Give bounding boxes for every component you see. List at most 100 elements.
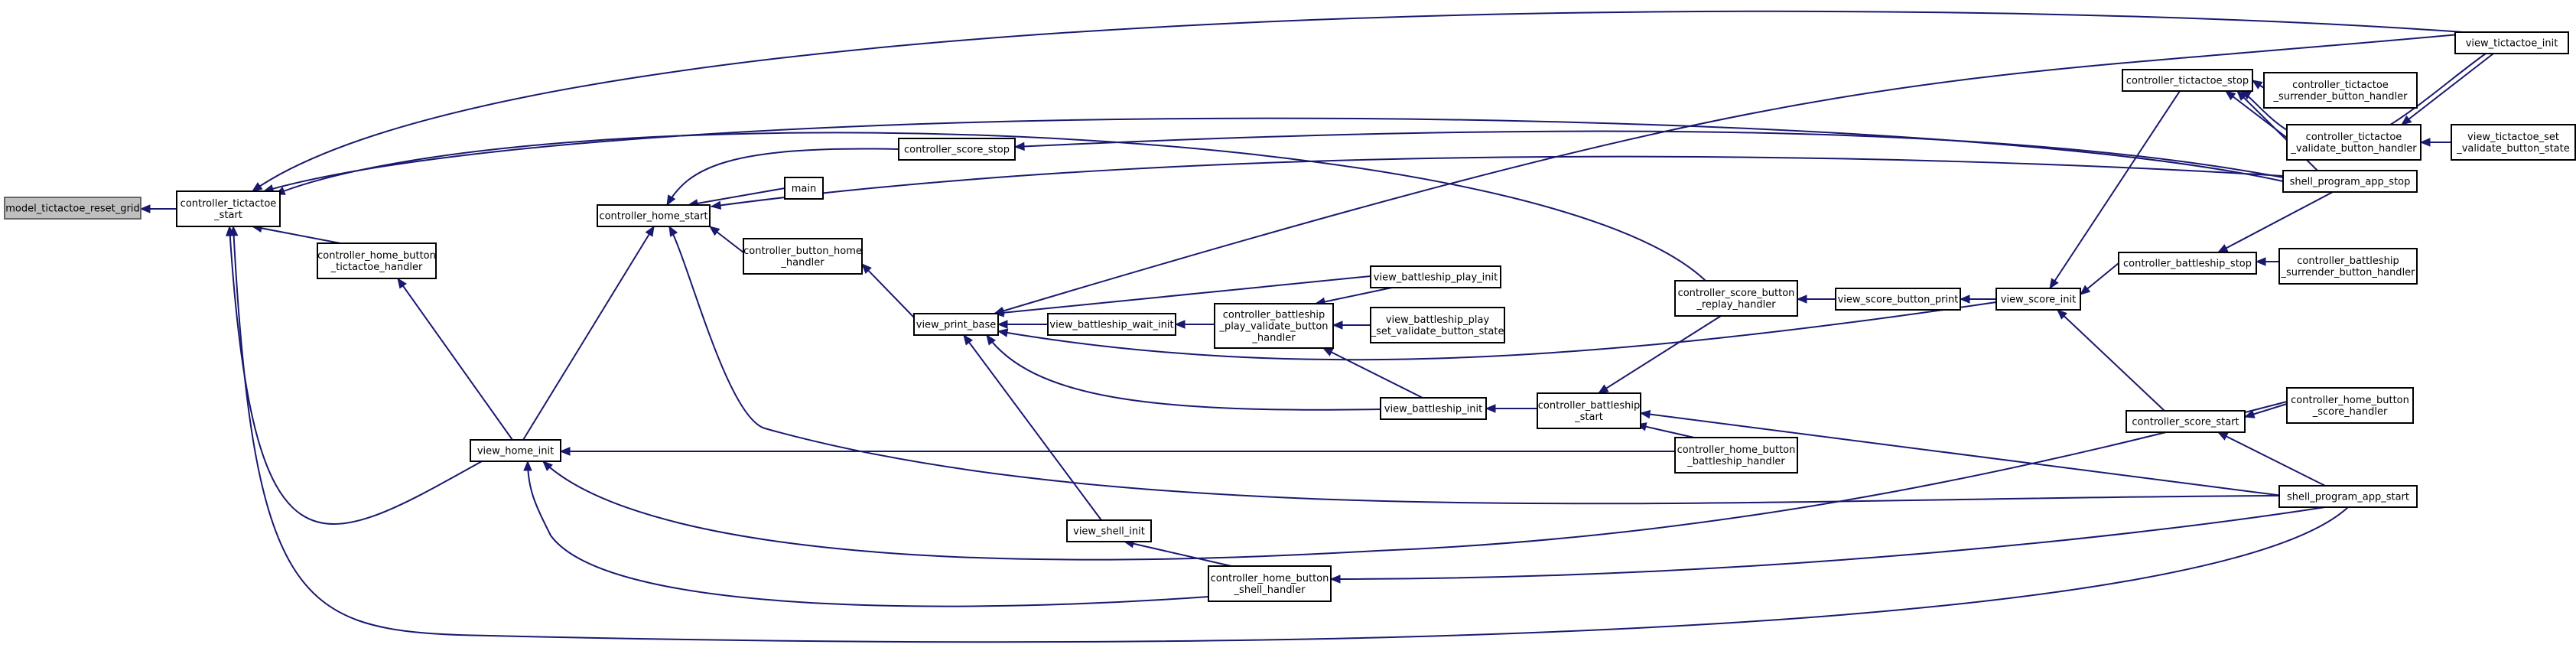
node-view-bs-wait-init[interactable]: view_battleship_wait_init (1047, 313, 1176, 336)
node-view-ttt-init[interactable]: view_tictactoe_init (2454, 31, 2569, 54)
edge-view_ttt_set_validate-to-ctrl_ttt_validate (2419, 138, 2451, 147)
node-view-bs-play-set[interactable]: view_battleship_play_set_validate_button… (1370, 307, 1505, 343)
edge-arrowhead (2217, 244, 2229, 253)
edge-arrowhead (668, 225, 678, 237)
edge-line (1322, 347, 1423, 399)
node-label: controller_button_home (743, 246, 862, 257)
node-label: controller_tictactoe (181, 198, 277, 210)
node-label: _score_handler (2312, 406, 2388, 418)
node-ctrl-ttt-validate[interactable]: controller_tictactoe_validate_button_han… (2286, 124, 2422, 161)
node-box (743, 238, 863, 275)
edge-arrowhead (1485, 404, 1496, 413)
edge-line (397, 278, 513, 441)
edge-arrowhead (1013, 142, 1025, 151)
node-label: controller_battleship (1223, 310, 1325, 321)
node-view-print-base[interactable]: view_print_base (913, 313, 999, 336)
node-view-shell-init[interactable]: view_shell_init (1066, 519, 1152, 542)
node-box (2278, 485, 2418, 508)
edge-ctrl_home_btn_bs-to-ctrl_bs_start (1635, 422, 1695, 438)
edge-view_ttt_init-to-view_print_base (993, 34, 2460, 315)
node-ctrl-home-btn-ttt[interactable]: controller_home_button_tictactoe_handler (317, 242, 437, 279)
node-label: view_home_init (477, 446, 554, 457)
node-view-bs-init[interactable]: view_battleship_init (1380, 397, 1487, 420)
node-box (1370, 265, 1501, 288)
edge-shell_app_start-to-ctrl_ttt_start (229, 225, 2349, 643)
node-label: controller_home_start (599, 211, 707, 223)
node-ctrl-ttt-surrender[interactable]: controller_tictactoe_surrender_button_ha… (2263, 72, 2418, 109)
edge-arrowhead (1322, 347, 1334, 356)
edge-line (233, 226, 2349, 643)
node-box (2122, 69, 2253, 92)
node-label: controller_home_button (1677, 444, 1796, 456)
node-view-ttt-set-validate[interactable]: view_tictactoe_set_validate_button_state (2451, 124, 2576, 161)
edges (139, 10, 2494, 643)
edge-line (542, 401, 2288, 561)
node-label: controller_tictactoe (2292, 80, 2389, 91)
edge-arrowhead (861, 263, 872, 274)
edge-view_bs_play_init-to-ctrl_bs_play_validate (1314, 287, 1393, 307)
node-box (2263, 72, 2418, 109)
edge-shell_app_stop-to-ctrl_bs_stop (2217, 191, 2334, 253)
edge-arrowhead (2243, 409, 2256, 418)
node-view-home-init[interactable]: view_home_init (470, 439, 561, 462)
edge-arrowhead (708, 226, 720, 236)
edge-line (2217, 191, 2334, 253)
edge-arrowhead (2236, 90, 2247, 101)
edge-line (2217, 431, 2326, 487)
node-ctrl-btn-home[interactable]: controller_button_home_handler (743, 238, 863, 275)
node-ctrl-score-replay[interactable]: controller_score_button_replay_handler (1674, 280, 1798, 317)
node-label: controller_home_button (2291, 395, 2409, 406)
edge-ctrl_home_btn_ttt-to-ctrl_ttt_start (251, 223, 341, 244)
node-box (784, 177, 824, 200)
node-label: view_print_base (916, 320, 996, 331)
edge-view_bs_wait_init-to-view_print_base (997, 320, 1048, 329)
node-main[interactable]: main (784, 177, 824, 200)
node-ctrl-bs-start[interactable]: controller_battleship_start (1537, 392, 1641, 429)
node-shell-app-start[interactable]: shell_program_app_start (2278, 485, 2418, 508)
edge-arrowhead (1597, 384, 1609, 394)
edge-ctrl_bs_surrender-to-ctrl_bs_stop (2255, 257, 2279, 266)
node-view-score-btn-print[interactable]: view_score_button_print (1835, 288, 1961, 311)
edge-arrowhead (1639, 409, 1651, 419)
node-box (2454, 31, 2569, 54)
node-label: view_score_init (2001, 295, 2076, 306)
node-ctrl-ttt-stop[interactable]: controller_tictactoe_stop (2122, 69, 2253, 92)
edge-line (2401, 53, 2494, 125)
edge-arrowhead (963, 334, 974, 346)
node-shell-app-stop[interactable]: shell_program_app_stop (2282, 170, 2418, 193)
node-box (1066, 519, 1152, 542)
edge-shell_app_start-to-ctrl_home_start (668, 225, 2280, 505)
node-view-bs-play-init[interactable]: view_battleship_play_init (1370, 265, 1501, 288)
node-ctrl-home-btn-shell[interactable]: controller_home_button_shell_handler (1208, 565, 1332, 602)
node-ctrl-bs-play-validate[interactable]: controller_battleship_play_validate_butt… (1214, 303, 1334, 349)
edge-ctrl_home_btn_score-to-ctrl_score_start (2243, 403, 2288, 418)
edge-arrowhead (1174, 320, 1186, 329)
edge-view_bs_init-to-ctrl_bs_play_validate (1322, 347, 1423, 399)
node-ctrl-home-btn-score[interactable]: controller_home_button_score_handler (2286, 387, 2414, 424)
node-ctrl-home-start[interactable]: controller_home_start (597, 204, 711, 227)
node-label: _surrender_button_handler (2272, 91, 2408, 103)
node-box (898, 138, 1016, 161)
edge-ctrl_bs_stop-to-view_score_init (2079, 262, 2119, 295)
node-box (2286, 387, 2414, 424)
edge-view_score_init-to-view_score_btn_print (1959, 295, 1996, 304)
node-label: _validate_button_handler (2290, 143, 2417, 155)
edge-line (2057, 309, 2165, 412)
node-ctrl-ttt-start[interactable]: controller_tictactoe_start (176, 190, 281, 227)
node-ctrl-home-btn-bs[interactable]: controller_home_button_battleship_handle… (1674, 437, 1798, 474)
node-box (176, 190, 281, 227)
edge-arrowhead (1796, 295, 1807, 304)
node-ctrl-bs-stop[interactable]: controller_battleship_stop (2118, 252, 2257, 275)
edge-ctrl_ttt_stop-to-view_score_init (2049, 90, 2181, 290)
node-ctrl-score-stop[interactable]: controller_score_stop (898, 138, 1016, 161)
edge-line (1636, 424, 1695, 438)
node-ctrl-score-start[interactable]: controller_score_start (2126, 410, 2246, 433)
edge-line (263, 117, 2284, 192)
node-ctrl-bs-surrender[interactable]: controller_battleship_surrender_button_h… (2278, 248, 2418, 285)
node-label: controller_battleship_stop (2123, 259, 2252, 270)
edge-line (994, 275, 1371, 314)
edge-line (522, 226, 655, 441)
node-label: _play_validate_button (1218, 321, 1328, 333)
node-box (2282, 170, 2418, 193)
node-view-score-init[interactable]: view_score_init (1995, 288, 2081, 311)
